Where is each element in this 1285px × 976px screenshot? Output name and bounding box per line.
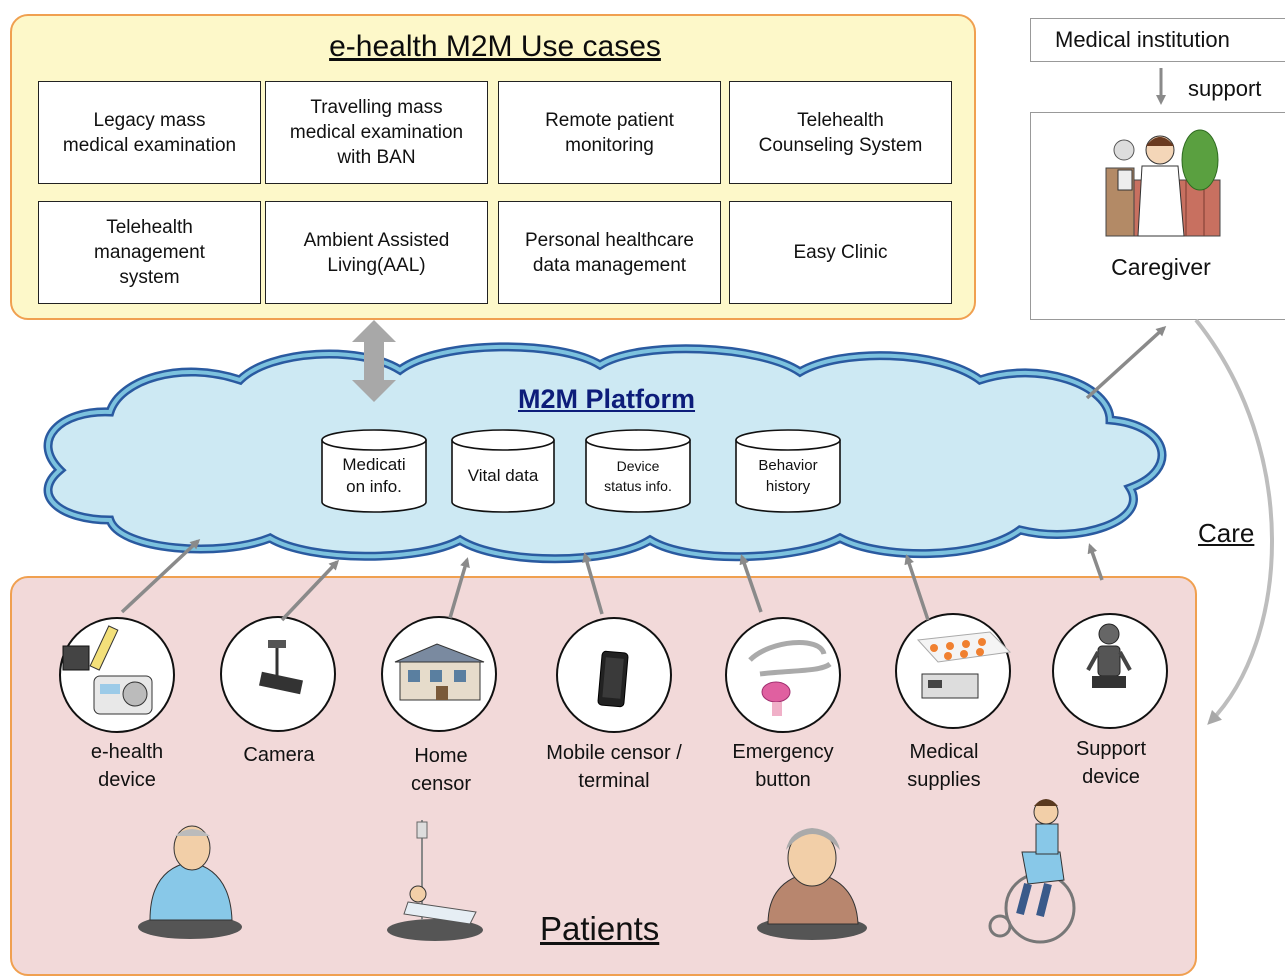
arrow-to-caregiver <box>1085 325 1167 400</box>
arrow-up <box>1087 543 1104 581</box>
database-vital <box>451 429 555 513</box>
database-label: Device status info. <box>604 458 672 494</box>
platform-title: M2M Platform <box>518 384 696 414</box>
mobile-graphic <box>597 650 629 708</box>
patients-label: Patients <box>540 910 660 947</box>
cloud-inner-outline <box>46 344 1164 561</box>
emergency-button-icon <box>725 617 841 733</box>
usecase-box: Ambient Assisted Living(AAL) <box>265 201 488 304</box>
care-arrow <box>1194 318 1274 725</box>
patient-man-figure <box>138 825 242 939</box>
patient-bed-figure <box>387 820 483 941</box>
database-icons <box>321 429 841 513</box>
caregiver-label: Caregiver <box>1111 254 1211 280</box>
device-label: Camera <box>243 744 315 766</box>
device-label: Medical supplies <box>907 741 981 791</box>
caregiver-illustration <box>1105 129 1221 237</box>
usecase-box: Telehealth Counseling System <box>729 81 952 184</box>
emergency-button-graphic <box>748 640 832 716</box>
medical-supplies-icon <box>895 613 1011 729</box>
arrow-up <box>120 538 201 614</box>
device-label: Mobile censor / terminal <box>546 742 682 792</box>
arrow-up <box>739 554 763 613</box>
usecase-box: Personal healthcare data management <box>498 201 721 304</box>
medical-institution-box: Medical institution <box>1030 18 1285 62</box>
database-device-status <box>585 429 691 513</box>
arrow-up <box>582 552 604 615</box>
house-graphic <box>394 643 485 701</box>
camera-graphic <box>259 640 303 695</box>
database-label: Behavior history <box>758 457 818 495</box>
usecase-box: Legacy mass medical examination <box>38 81 261 184</box>
double-arrow-icon <box>352 320 396 402</box>
care-label: Care <box>1198 518 1255 548</box>
arrow-up <box>448 557 470 619</box>
e-health-device-graphic <box>62 625 153 715</box>
usecase-box: Easy Clinic <box>729 201 952 304</box>
device-label: Emergency button <box>732 741 834 791</box>
usecase-box: Travelling mass medical examination with… <box>265 81 488 184</box>
device-label: Home censor <box>410 745 472 795</box>
arrow-up <box>904 554 930 621</box>
upload-arrows <box>120 325 1167 622</box>
database-label: Vital data <box>467 466 539 485</box>
patient-wheelchair-figure <box>988 799 1076 944</box>
database-label: Medicati on info. <box>342 455 406 496</box>
medical-supplies-graphic <box>916 631 1012 699</box>
device-label: e-health device <box>90 741 164 791</box>
usecases-title: e-health M2M Use cases <box>329 30 661 63</box>
robot-graphic <box>1086 623 1132 688</box>
database-medication <box>321 429 427 513</box>
database-behavior <box>735 429 841 513</box>
arrow-up <box>280 559 340 622</box>
usecase-box: Remote patient monitoring <box>498 81 721 184</box>
usecase-box: Telehealth management system <box>38 201 261 304</box>
support-label: support <box>1188 76 1262 101</box>
device-label: Support device <box>1075 738 1147 788</box>
patient-woman-figure <box>757 828 867 940</box>
